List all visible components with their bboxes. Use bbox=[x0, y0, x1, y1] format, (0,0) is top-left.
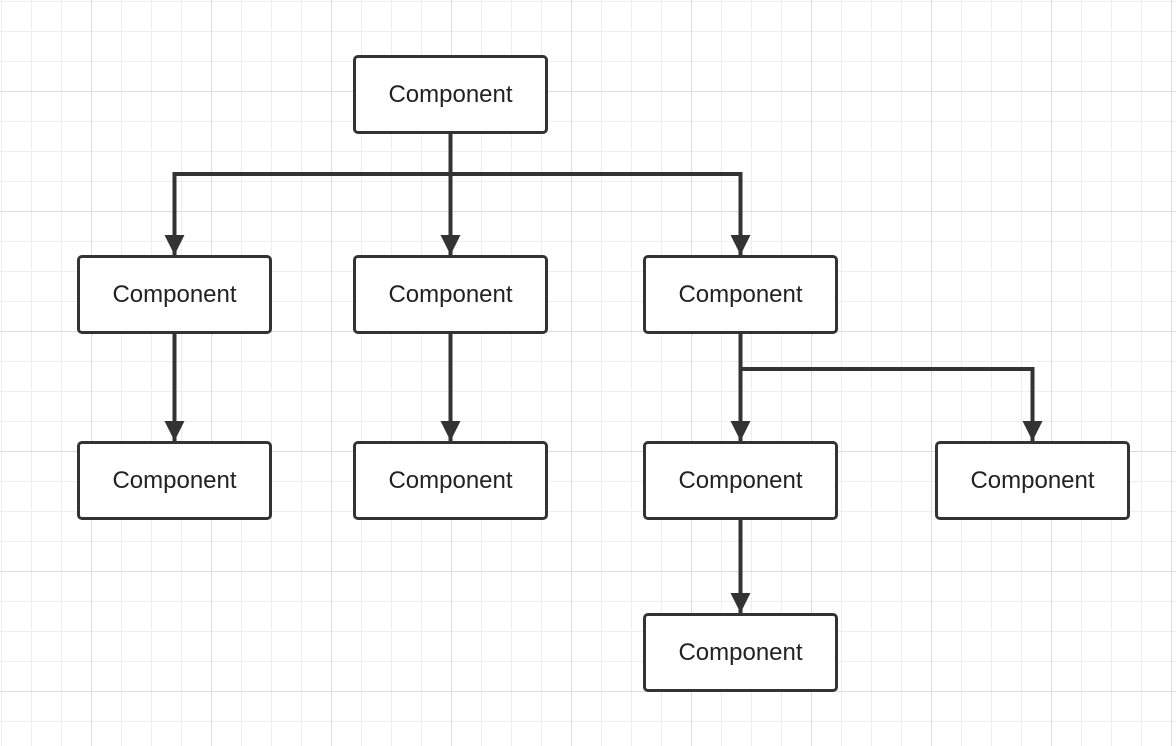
component-node-child-3[interactable]: Component bbox=[643, 255, 838, 334]
component-node-grandchild-2[interactable]: Component bbox=[353, 441, 548, 520]
component-node-grandchild-3b[interactable]: Component bbox=[935, 441, 1130, 520]
component-node-great-grandchild[interactable]: Component bbox=[643, 613, 838, 692]
component-node-grandchild-1[interactable]: Component bbox=[77, 441, 272, 520]
component-node-grandchild-3a[interactable]: Component bbox=[643, 441, 838, 520]
connector-arrow-root-to-child-3 bbox=[448, 134, 751, 255]
component-node-child-1[interactable]: Component bbox=[77, 255, 272, 334]
edge-group bbox=[164, 134, 1043, 613]
component-node-root[interactable]: Component bbox=[353, 55, 548, 134]
component-node-child-2[interactable]: Component bbox=[353, 255, 548, 334]
connector-arrow-root-to-child-1 bbox=[164, 134, 453, 255]
connector-arrow-child-3-to-grandchild-3b bbox=[738, 334, 1043, 441]
